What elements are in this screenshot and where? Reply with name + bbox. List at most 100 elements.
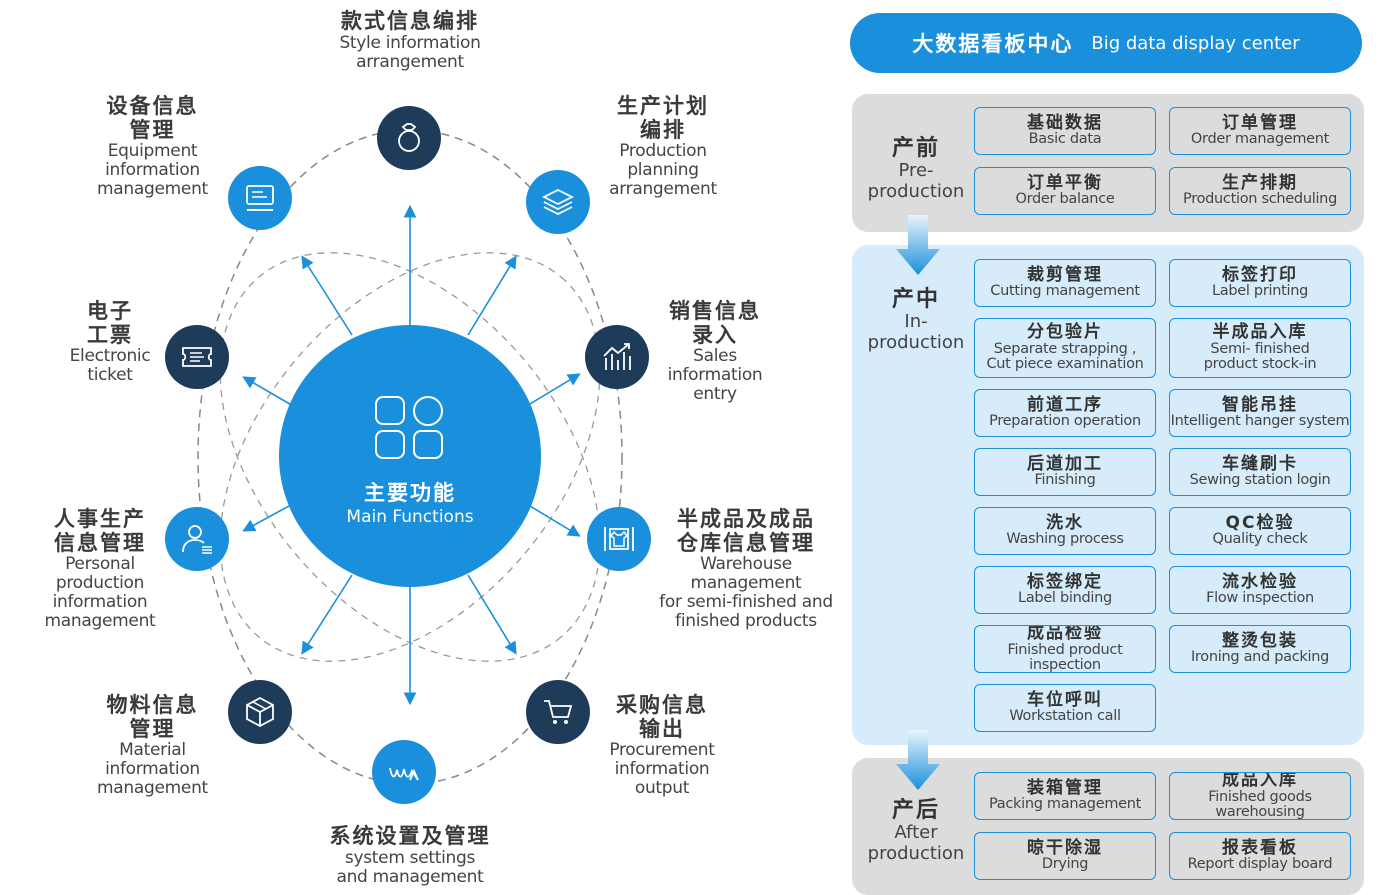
label-en: Electronic ticket [69, 346, 151, 386]
node-style-info[interactable] [377, 106, 441, 170]
stage-label-zh: 产中 [891, 287, 940, 312]
label-zh: 销售信息 录入 [669, 299, 761, 347]
person-icon [182, 525, 212, 554]
node-personal-production[interactable] [165, 507, 229, 571]
module-zh: 整烫包装 [1222, 630, 1298, 651]
wave-icon [389, 767, 419, 781]
module-zh: 前道工序 [1027, 394, 1103, 415]
node-system-settings[interactable] [372, 740, 436, 804]
module-zh: 车位呼叫 [1027, 689, 1103, 710]
main-functions-diagram: 主要功能 Main Functions 款式信息编排 Style informa… [20, 9, 834, 887]
label-en: Warehouse management for semi-finished a… [659, 554, 833, 632]
module-en: Finishing [1034, 472, 1096, 489]
module-zh: QC检验 [1225, 512, 1295, 533]
label-zh: 生产计划 编排 [617, 94, 709, 142]
label-equipment-info: 设备信息 管理 Equipment information management [85, 94, 220, 199]
stage-label: 产后 After production [852, 798, 980, 865]
node-equipment-info[interactable] [228, 166, 292, 230]
label-zh: 电子 工票 [87, 299, 133, 347]
chart-icon [603, 343, 631, 370]
label-en: Procurement information output [609, 740, 715, 799]
node-procurement-info[interactable] [526, 680, 590, 744]
label-en: Sales information entry [667, 346, 763, 405]
layers-icon [541, 188, 575, 216]
hub-title-en: Main Functions [346, 507, 474, 527]
module-en: Label printing [1211, 283, 1309, 300]
stage-label-zh: 产前 [891, 136, 940, 161]
label-material-info: 物料信息 管理 Material information management [85, 693, 220, 799]
module-en: Separate strapping , Cut piece examinati… [986, 340, 1144, 373]
module-zh: 装箱管理 [1027, 777, 1103, 798]
module-en: Workstation call [1009, 708, 1121, 725]
app-grid-icon [375, 396, 443, 459]
arrow-down-icon [896, 215, 940, 275]
module-zh: 分包验片 [1027, 322, 1103, 343]
header-title-zh: 大数据看板中心 [912, 32, 1074, 56]
header-title-en: Big data display center [1091, 32, 1300, 54]
stage-label: 产中 In- production [852, 287, 980, 354]
label-en: Material information management [97, 740, 208, 799]
label-personal-production: 人事生产 信息管理 Personal production informatio… [20, 507, 180, 632]
label-en: Personal production information manageme… [44, 554, 156, 632]
inner-dashed-ellipse-tilt-b [219, 252, 601, 662]
module-en: Production scheduling [1183, 191, 1337, 208]
node-production-planning[interactable] [526, 170, 590, 234]
label-system-settings: 系统设置及管理 system settings and management [300, 824, 520, 887]
module-en: Semi- finished product stock-in [1203, 340, 1317, 373]
module-zh: 订单管理 [1222, 112, 1298, 133]
label-en: system settings and management [336, 847, 484, 887]
label-zh: 采购信息 输出 [616, 693, 708, 741]
label-en: Production planning arrangement [609, 141, 717, 200]
module-en: Washing process [1006, 531, 1124, 548]
warehouse-icon [604, 527, 634, 551]
node-material-info[interactable] [228, 680, 292, 744]
module-en: Finished goods warehousing [1208, 788, 1312, 820]
stage-label-en: After production [867, 822, 965, 864]
module-en: Intelligent hanger system [1170, 413, 1350, 430]
module-en: Sewing station login [1189, 472, 1331, 489]
module-en: Drying [1041, 856, 1089, 873]
module-en: Preparation operation [989, 413, 1141, 430]
module-zh: 订单平衡 [1027, 172, 1103, 193]
cube-icon [246, 696, 274, 728]
node-warehouse-management[interactable] [587, 507, 651, 571]
module-zh: 洗水 [1046, 512, 1084, 533]
inner-dashed-ellipse-tilt-a [219, 252, 601, 662]
label-style-info: 款式信息编排 Style information arrangement [300, 9, 520, 72]
label-zh: 半成品及成品 仓库信息管理 [677, 507, 815, 555]
stage-label-en: Pre- production [867, 160, 965, 202]
module-en: Cutting management [990, 283, 1140, 300]
node-electronic-ticket[interactable] [165, 325, 229, 389]
label-zh: 人事生产 信息管理 [54, 507, 146, 555]
module-en: Packing management [988, 796, 1142, 813]
node-sales-info[interactable] [585, 325, 649, 389]
label-zh: 物料信息 管理 [106, 693, 199, 741]
stage-label: 产前 Pre- production [852, 136, 980, 203]
